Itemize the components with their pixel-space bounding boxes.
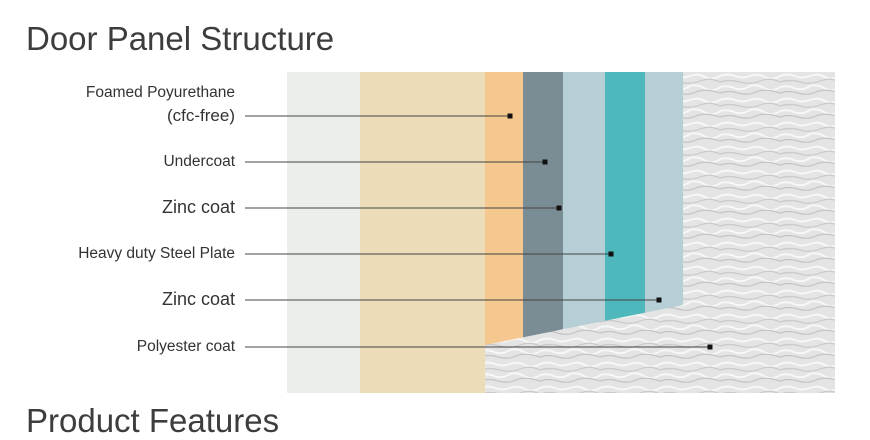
outer-light-layer <box>287 72 360 393</box>
label-zinc-coat-1: Zinc coat <box>161 197 235 217</box>
diagram-title: Door Panel Structure <box>26 20 335 57</box>
label-polyester-coat: Polyester coat <box>136 338 235 355</box>
label-undercoat: Undercoat <box>163 153 235 170</box>
label-foamed-polyurethane-line1: Foamed Poyurethane <box>85 84 235 101</box>
leader-endpoints <box>507 113 713 350</box>
product-features-heading: Product Features <box>26 402 280 439</box>
beige-layer <box>360 72 485 393</box>
label-zinc-coat-2: Zinc coat <box>161 289 235 309</box>
leader-lines <box>245 115 710 348</box>
label-foamed-polyurethane-line2: (cfc-free) <box>167 106 235 125</box>
polyester-coat-texture <box>485 72 835 393</box>
label-heavy-duty-steel-plate: Heavy duty Steel Plate <box>78 245 235 262</box>
